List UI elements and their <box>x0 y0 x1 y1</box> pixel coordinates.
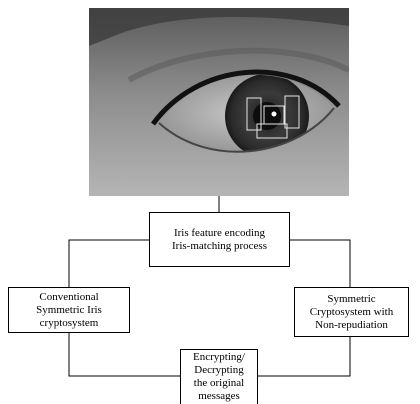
right-box-line-2: Cryptosystem with <box>309 305 394 318</box>
left-box-line-2: Symmetric Iris <box>36 303 102 316</box>
right-box-line-3: Non-repudiation <box>315 318 388 331</box>
top-box: Iris feature encoding Iris-matching proc… <box>149 212 290 267</box>
left-box-line-3: cryptosystem <box>39 316 99 329</box>
bottom-box: Encrypting/ Decrypting the original mess… <box>180 349 258 404</box>
left-box: Conventional Symmetric Iris cryptosystem <box>8 287 130 333</box>
bottom-box-line-3: the original <box>193 377 245 389</box>
right-box-line-1: Symmetric <box>327 292 376 305</box>
eye-image <box>89 8 349 196</box>
right-box: Symmetric Cryptosystem with Non-repudiat… <box>294 287 409 337</box>
eye-photo <box>89 8 349 196</box>
bottom-box-line-2: Decrypting <box>194 364 244 376</box>
bottom-box-line-1: Encrypting/ <box>193 351 245 363</box>
bottom-box-line-4: messages <box>198 390 240 402</box>
top-box-line-1: Iris feature encoding <box>173 226 265 239</box>
top-box-line-2: Iris-matching process <box>172 239 267 252</box>
left-box-line-1: Conventional <box>39 290 99 303</box>
